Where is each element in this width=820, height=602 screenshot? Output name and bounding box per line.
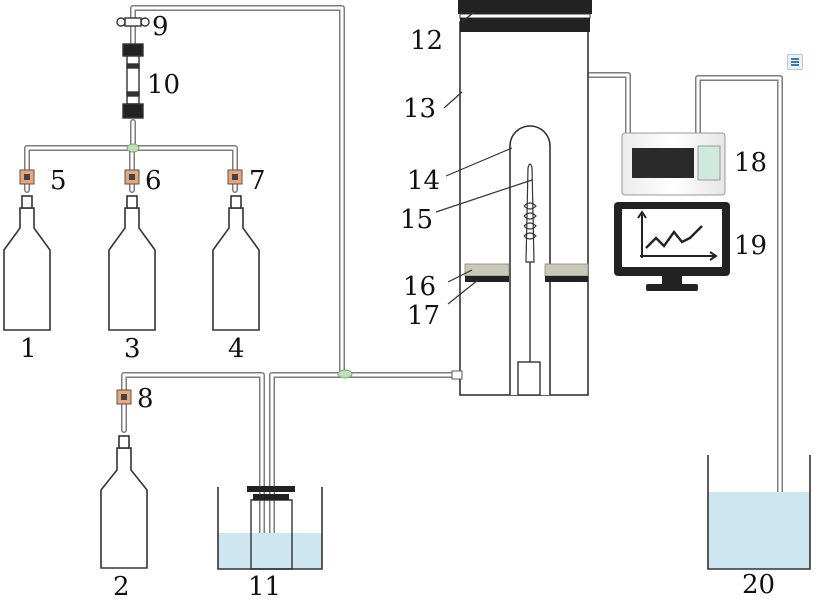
valve-6 — [124, 169, 140, 185]
label-15: 15 — [400, 205, 434, 235]
label-14: 14 — [407, 166, 441, 196]
label-9: 9 — [152, 12, 169, 42]
sensor-meter-18 — [621, 132, 726, 196]
gas-cylinder-4 — [212, 195, 260, 331]
junction — [126, 143, 140, 153]
menu-icon[interactable] — [787, 54, 803, 70]
label-8: 8 — [137, 384, 154, 414]
water-beaker-20 — [707, 455, 811, 570]
label-1: 1 — [20, 334, 37, 364]
label-4: 4 — [228, 334, 245, 364]
junction — [337, 369, 353, 379]
label-17: 17 — [407, 301, 441, 331]
label-2: 2 — [113, 572, 130, 602]
reaction-chamber — [451, 0, 592, 396]
label-3: 3 — [124, 334, 141, 364]
valve-8 — [116, 389, 132, 405]
leader-lines — [435, 11, 533, 305]
flowmeter-10 — [122, 43, 144, 119]
bubbler-11 — [217, 486, 323, 570]
label-12: 12 — [410, 26, 444, 56]
gas-cylinder-3 — [108, 195, 156, 331]
valve-7 — [227, 169, 243, 185]
label-6: 6 — [145, 166, 162, 196]
needle-valve-9 — [116, 17, 150, 27]
valve-5 — [19, 169, 35, 185]
gas-cylinder-2 — [100, 435, 148, 569]
gas-cylinder-1 — [3, 195, 51, 331]
computer-19 — [614, 202, 730, 291]
label-10: 10 — [147, 70, 181, 100]
label-13: 13 — [403, 94, 437, 124]
label-11: 11 — [248, 572, 282, 602]
label-20: 20 — [742, 570, 776, 600]
label-5: 5 — [50, 166, 67, 196]
label-19: 19 — [734, 231, 768, 261]
label-16: 16 — [403, 272, 437, 302]
label-18: 18 — [734, 148, 768, 178]
label-7: 7 — [249, 166, 266, 196]
